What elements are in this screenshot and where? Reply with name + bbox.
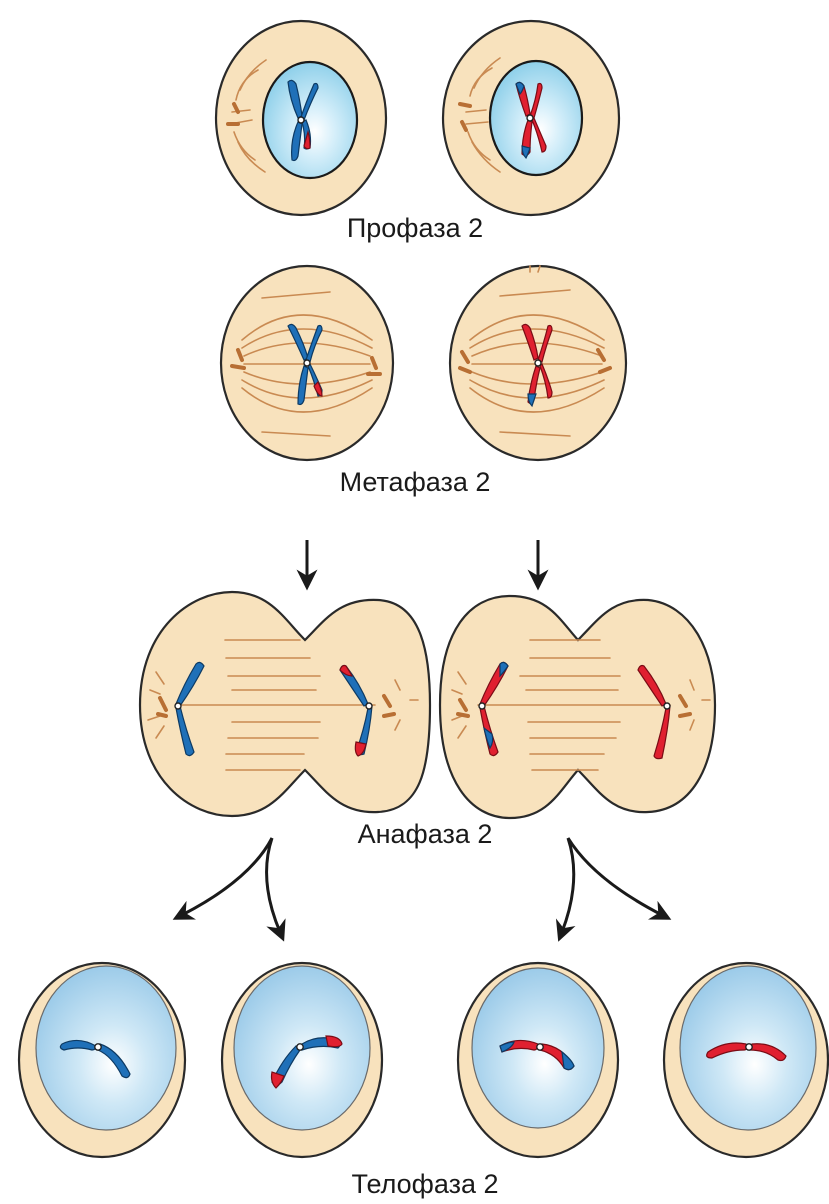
anaphase-cell-right — [440, 596, 715, 818]
metaphase-cell-right — [450, 266, 626, 460]
telophase-cell-2 — [222, 963, 382, 1157]
prophase-left-nucleus — [263, 62, 357, 178]
telophase-cell-3 — [458, 963, 618, 1157]
prophase-cell-right — [443, 21, 619, 215]
anaphase-cell-left — [140, 592, 430, 816]
metaphase-label: Метафаза 2 — [340, 467, 491, 497]
anaphase-label: Анафаза 2 — [358, 819, 493, 849]
prophase-label: Профаза 2 — [347, 213, 483, 243]
arrow-curve-left-a-icon — [182, 838, 272, 915]
arrow-curve-right-b-icon — [568, 838, 662, 915]
metaphase-cell-left — [221, 266, 393, 460]
prophase-cell-left — [216, 21, 386, 215]
arrow-curve-right-a-icon — [562, 838, 574, 932]
telophase-label: Телофаза 2 — [351, 1169, 498, 1199]
telophase-cell-1 — [19, 963, 185, 1157]
arrow-curve-left-b-icon — [267, 838, 280, 932]
prophase-right-nucleus — [490, 61, 582, 175]
telophase-cell-4 — [664, 963, 828, 1157]
